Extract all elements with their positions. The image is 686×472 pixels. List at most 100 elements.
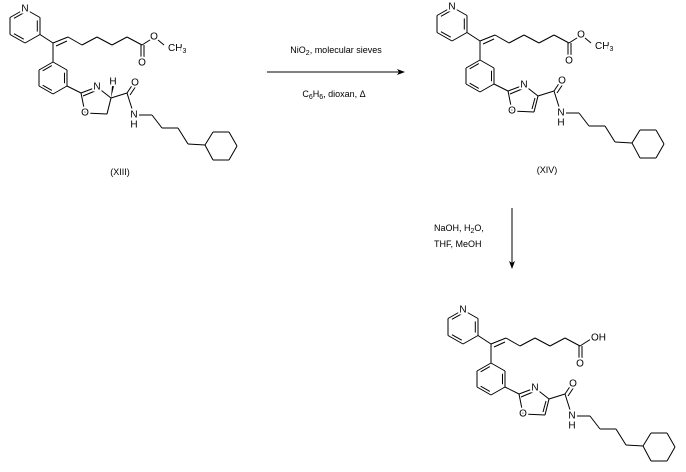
double-bond-line: [531, 97, 536, 110]
phenyl-bond: [476, 386, 492, 396]
double-bond-line: [542, 400, 547, 413]
double-bond-line: [451, 334, 463, 341]
oxazole-nitrogen: N: [93, 82, 100, 93]
carbonyl-oxygen: O: [565, 56, 573, 67]
phenyl-bond: [465, 59, 481, 69]
cyclohexane-bond: [642, 432, 652, 447]
double-bond-line: [55, 40, 68, 47]
phenyl-bond: [38, 61, 54, 71]
bond: [548, 393, 566, 400]
double-bond-line: [13, 33, 25, 40]
bond: [523, 84, 539, 97]
cyclohexane-bond: [204, 131, 214, 146]
chain-bond: [494, 34, 510, 44]
pyridine-nitrogen: N: [459, 305, 466, 316]
oxazole-oxygen: O: [519, 409, 527, 420]
bond: [66, 85, 82, 94]
amide-oxygen: O: [131, 78, 139, 89]
amide-oxygen: O: [558, 76, 566, 87]
butyl-bond: [615, 428, 627, 446]
stereo-wedge: [111, 86, 114, 98]
oxazole-nitrogen: N: [520, 80, 527, 91]
double-bond-line: [42, 84, 53, 91]
butyl-bond: [177, 127, 189, 145]
cyclohexane-bond: [204, 144, 214, 161]
pyridine-bond: [9, 8, 26, 18]
pyridine-bond: [24, 34, 41, 44]
double-bond-line: [469, 82, 480, 89]
pyridine-nitrogen: N: [21, 4, 28, 15]
chain-bond: [523, 34, 540, 44]
compound-label: (XIII): [110, 167, 130, 177]
butyl-bond: [604, 125, 616, 143]
bond: [466, 32, 481, 42]
bond: [479, 34, 496, 42]
carbonyl-oxygen: O: [138, 58, 146, 69]
bond: [564, 384, 572, 395]
bond: [126, 83, 134, 94]
pyridine-bond: [436, 6, 453, 16]
double-bond-line: [480, 385, 491, 392]
compound-label: (XIV): [537, 165, 558, 175]
double-bond-line: [469, 63, 480, 70]
bond: [567, 386, 575, 397]
double-bond-line: [13, 12, 25, 19]
pyridine-bond: [462, 335, 479, 345]
cyclohexane-bond: [631, 129, 641, 144]
chain-bond: [96, 36, 113, 46]
chain-bond: [534, 337, 551, 347]
butyl-bond: [589, 415, 601, 430]
butyl-bond: [614, 141, 633, 144]
bond: [490, 337, 507, 345]
pyridine-bond: [451, 6, 468, 16]
butyl-bond: [187, 143, 206, 146]
bond: [544, 398, 550, 416]
molecules: NOOCH3HNOONH(XIII)NOOCH3NOONH(XIV)NOOHNO…: [9, 0, 676, 462]
bond: [39, 34, 54, 44]
bond: [564, 393, 572, 414]
chain-bond: [81, 36, 98, 46]
double-bond-line: [440, 10, 452, 17]
chain-bond: [508, 34, 525, 44]
bond: [504, 386, 520, 395]
bond: [157, 39, 165, 46]
chain-bond: [553, 34, 570, 44]
butyl-bond: [625, 444, 644, 447]
bond: [493, 83, 509, 92]
bond: [568, 35, 581, 44]
bond: [106, 97, 112, 115]
oxazole-oxygen: O: [81, 108, 89, 119]
phenyl-bond: [476, 362, 492, 372]
bond: [507, 90, 513, 112]
pyridine-bond: [462, 309, 479, 319]
pyridine-bond: [436, 32, 453, 42]
amide-hydrogen: H: [130, 120, 137, 131]
amide-nitrogen: N: [568, 411, 575, 422]
hydroxyl-group: OH: [591, 333, 606, 344]
amide-nitrogen: N: [130, 110, 137, 121]
bond: [553, 90, 561, 111]
double-bond-line: [42, 65, 53, 72]
butyl-bond: [578, 112, 590, 127]
pyridine-bond: [447, 309, 464, 319]
oxazole-oxygen: O: [508, 106, 516, 117]
bond: [141, 37, 154, 46]
bond: [556, 83, 564, 94]
carbonyl-oxygen: O: [576, 359, 584, 370]
cyclohexane-bond: [631, 142, 641, 159]
bond: [80, 86, 98, 94]
chain-bond: [564, 337, 581, 347]
bond: [80, 92, 86, 114]
pyridine-bond: [24, 8, 41, 18]
double-bond-line: [451, 313, 463, 320]
methyl-group: CH3: [595, 41, 613, 53]
chain-bond: [549, 337, 566, 347]
bond: [110, 92, 128, 99]
cyclohexane-bond: [666, 446, 676, 462]
cyclohexane-bond: [642, 445, 652, 462]
bond: [477, 335, 492, 345]
chain-bond: [505, 337, 521, 347]
